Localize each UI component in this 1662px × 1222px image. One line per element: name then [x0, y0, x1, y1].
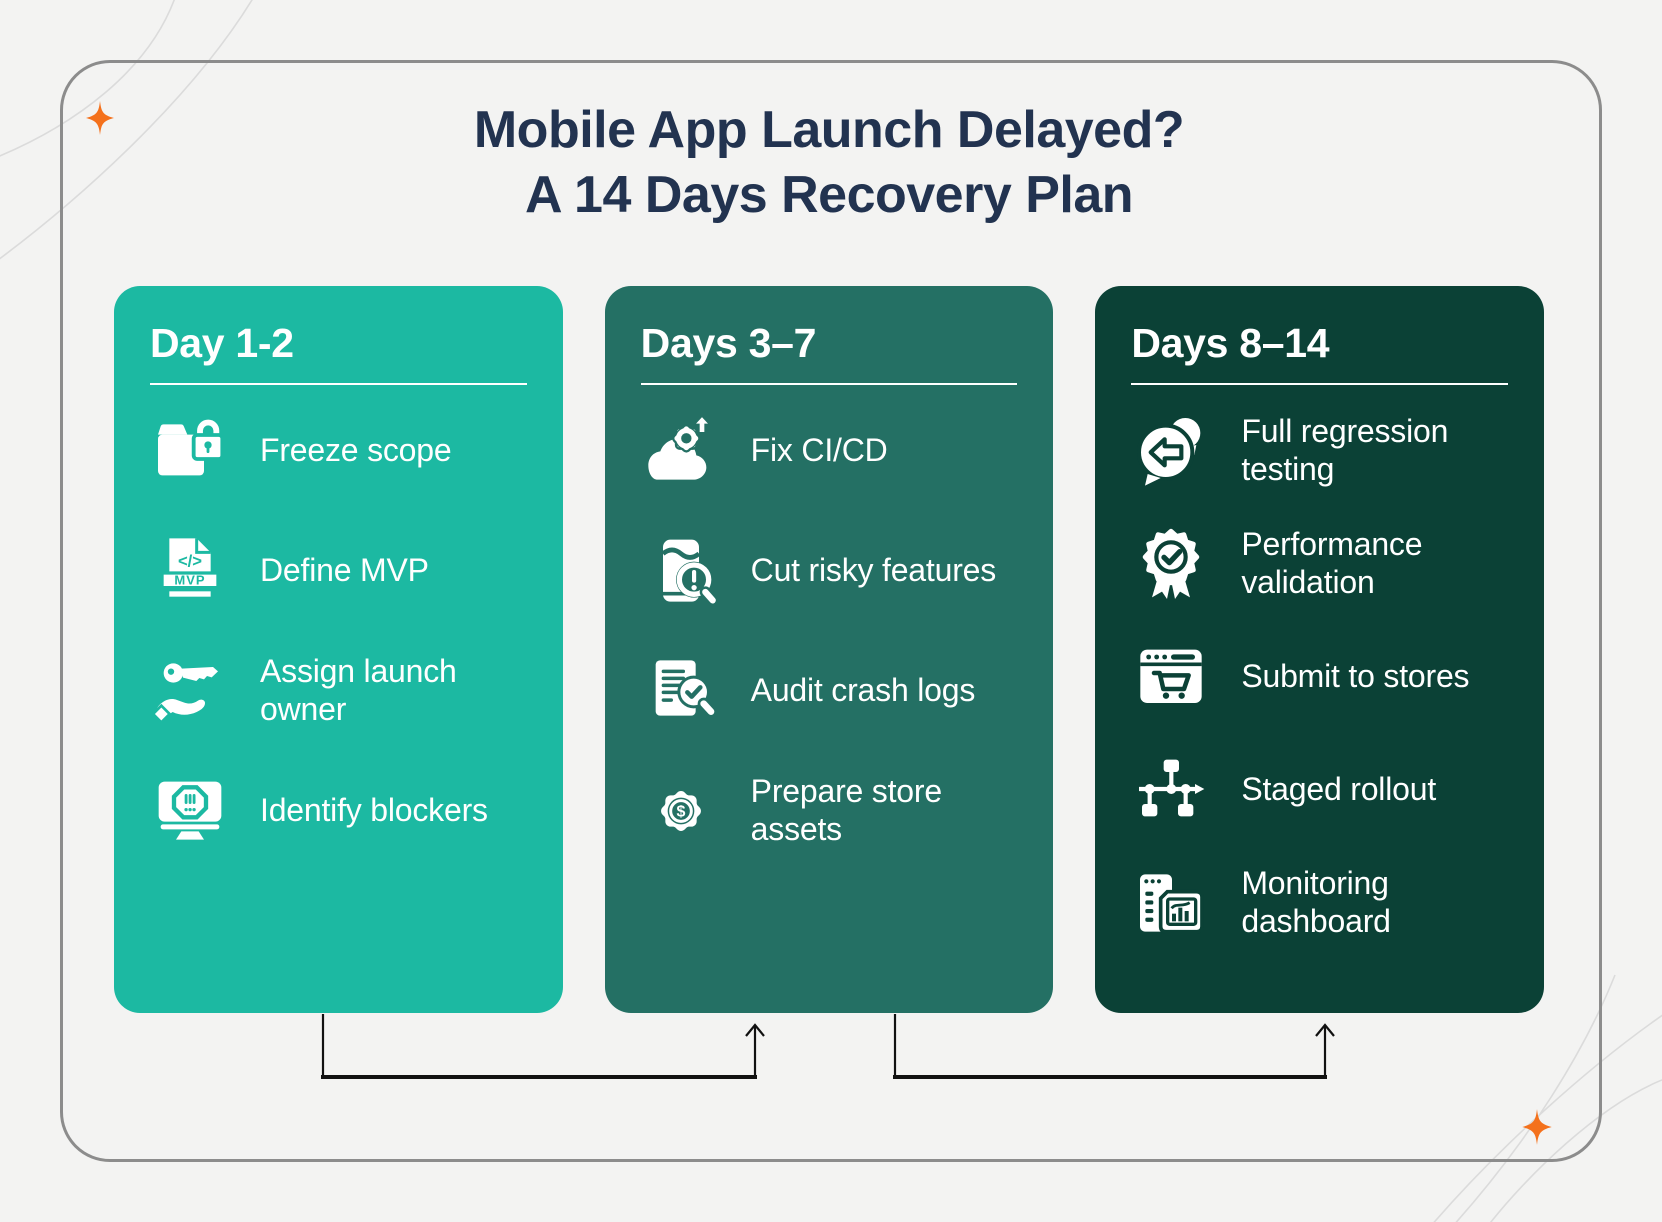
store-cart-browser-icon — [1131, 637, 1211, 717]
card-title-underline — [640, 383, 1018, 385]
item-label: Define MVP — [260, 552, 429, 589]
blocker-monitor-icon — [150, 771, 230, 851]
item-label: Submit to stores — [1241, 658, 1470, 695]
item-label: Fix CI/CD — [750, 432, 888, 469]
list-item: Identify blockers — [150, 771, 527, 851]
svg-text:$: $ — [676, 803, 685, 820]
phone-alert-magnifier-icon — [641, 531, 721, 611]
key-in-hand-icon — [150, 651, 230, 731]
card-title: Day 1-2 — [150, 320, 294, 366]
outer-rounded-panel — [60, 60, 1602, 1162]
gear-dollar-icon: $ — [641, 771, 721, 851]
monitoring-dashboard-icon — [1131, 863, 1211, 943]
badge-check-icon — [1131, 524, 1211, 604]
page-title: Mobile App Launch Delayed? A 14 Days Rec… — [114, 98, 1544, 228]
item-label: Staged rollout — [1241, 771, 1437, 808]
item-label: Identify blockers — [260, 792, 488, 829]
list-item: Fix CI/CD — [641, 411, 1018, 491]
list-item: Full regression testing — [1131, 411, 1508, 491]
item-label: Monitoring dashboard — [1241, 865, 1391, 939]
item-label: Performance validation — [1241, 526, 1423, 600]
folder-lock-icon — [150, 411, 230, 491]
crash-log-audit-icon — [641, 651, 721, 731]
cloud-gear-upload-icon — [641, 411, 721, 491]
chat-back-arrow-icon — [1131, 411, 1211, 491]
svg-text:MVP: MVP — [174, 573, 205, 588]
card-title-underline — [150, 383, 527, 385]
list-item: Monitoring dashboard — [1131, 863, 1508, 943]
phase-card-day-1-2: Day 1-2 Freeze scope — [114, 286, 563, 1013]
phase-cards-row: Day 1-2 Freeze scope — [114, 286, 1545, 1013]
item-label: Cut risky features — [750, 552, 997, 589]
phase-card-days-3-7: Days 3–7 Fix CI/CD — [604, 286, 1054, 1013]
staged-rollout-sitemap-icon — [1131, 750, 1211, 830]
list-item: Assign launch owner — [150, 651, 527, 731]
list-item: Cut risky features — [641, 531, 1018, 611]
page-title-line2: A 14 Days Recovery Plan — [524, 166, 1134, 224]
card-title-underline — [1131, 383, 1509, 385]
mvp-code-file-icon: </> MVP — [150, 531, 230, 611]
list-item: Staged rollout — [1131, 750, 1508, 830]
svg-text:</>: </> — [178, 551, 202, 570]
list-item: Audit crash logs — [641, 651, 1018, 731]
list-item: $ Prepare store assets — [641, 771, 1018, 851]
item-label: Full regression testing — [1241, 413, 1449, 487]
item-label: Assign launch owner — [260, 653, 457, 727]
item-label: Prepare store assets — [750, 773, 942, 847]
list-item: Performance validation — [1131, 524, 1508, 604]
phase-card-days-8-14: Days 8–14 Full regression testing — [1095, 286, 1545, 1013]
card-title: Days 8–14 — [1131, 320, 1330, 366]
item-label: Audit crash logs — [750, 672, 976, 709]
list-item: Freeze scope — [150, 411, 527, 491]
list-item: Submit to stores — [1131, 637, 1508, 717]
list-item: </> MVP Define MVP — [150, 531, 527, 611]
card-title: Days 3–7 — [640, 320, 817, 366]
item-label: Freeze scope — [260, 432, 452, 469]
page-title-line1: Mobile App Launch Delayed? — [473, 101, 1185, 159]
